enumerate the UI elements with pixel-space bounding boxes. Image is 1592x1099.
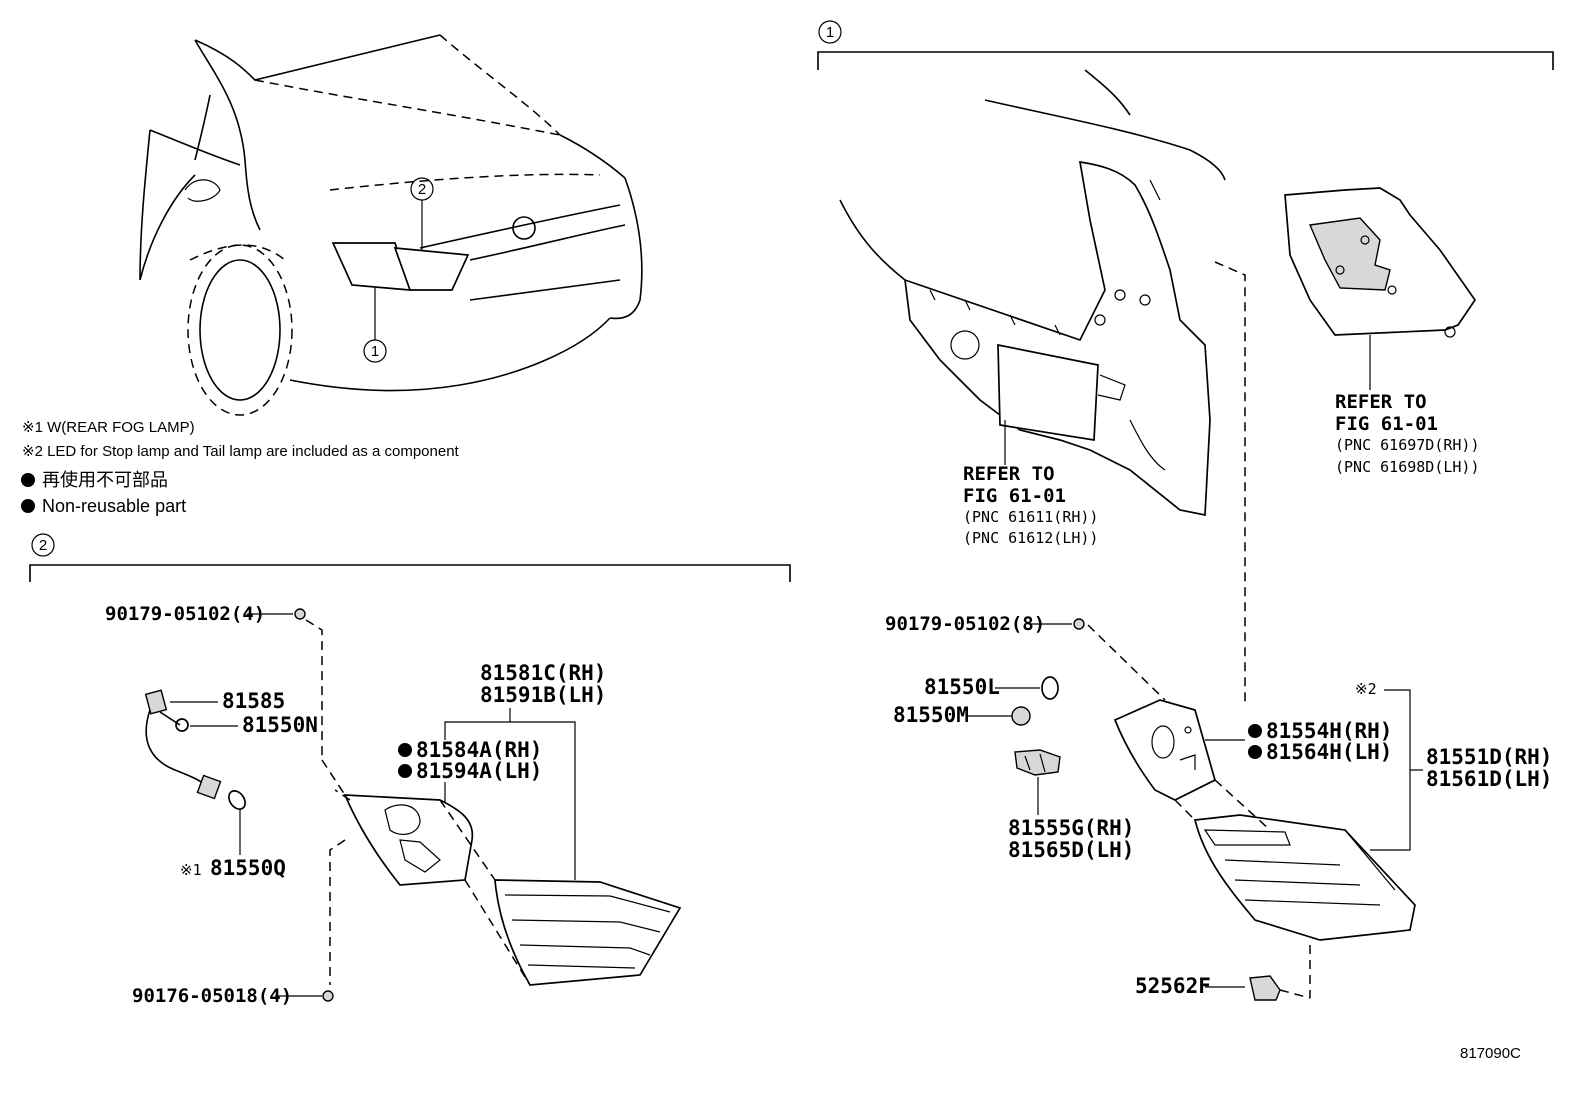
label-81591b-lh: 81591B(LH) [480,683,606,707]
label-81551d-rh: 81551D(RH) [1426,745,1552,769]
label-81581c-rh: 81581C(RH) [480,661,606,685]
bulb-81550l-icon [1041,676,1059,700]
section-2-header: 2 [29,533,791,582]
label-81585: 81585 [222,689,285,713]
refer-1-line-a: REFER TO [963,463,1055,485]
gasket-81554h [1113,699,1217,801]
svg-text:2: 2 [418,181,426,198]
label-90179-05102-8: 90179-05102(8) [885,613,1045,635]
label-81565d-lh: 81565D(LH) [1008,838,1134,862]
wire-harness-81585 [144,689,222,800]
rear-combination-lamp-81551d [1193,814,1416,941]
non-reusable-dot-icon [21,473,35,487]
refer-2-pnc-lh: (PNC 61698D(LH)) [1335,458,1480,476]
non-reusable-dot-icon [398,743,412,757]
refer-2-line-a: REFER TO [1335,391,1427,413]
label-81554h-rh: 81554H(RH) [1266,719,1392,743]
label-81550q: 81550Q [210,856,286,880]
car-rear-overview [139,34,643,416]
legend-non-reusable-jp: 再使用不可部品 [42,470,168,490]
nut-90179-icon [294,608,306,620]
svg-text:1: 1 [826,24,834,41]
refer-1-pnc-lh: (PNC 61612(LH)) [963,529,1098,547]
refer-1-pnc-rh: (PNC 61611(RH)) [963,508,1098,526]
mark-note-1: ※1 [180,861,202,879]
bulb-81550q-icon [228,790,246,810]
label-90176-05018-4: 90176-05018(4) [132,985,292,1007]
non-reusable-dot-icon [1248,745,1262,759]
non-reusable-dot-icon [398,764,412,778]
label-81550l: 81550L [924,675,1000,699]
gasket-81584a [334,789,474,886]
refer-2-line-b: FIG 61-01 [1335,413,1438,435]
label-81564h-lh: 81564H(LH) [1266,740,1392,764]
label-81555g-rh: 81555G(RH) [1008,816,1134,840]
screw-90176-icon [322,990,334,1002]
body-panel [839,69,1226,517]
label-81561d-lh: 81561D(LH) [1426,767,1552,791]
mark-note-2: ※2 [1355,680,1377,698]
label-52562f: 52562F [1135,974,1211,998]
note-rear-fog-lamp: ※1 W(REAR FOG LAMP) [22,419,195,436]
note-led-component: ※2 LED for Stop lamp and Tail lamp are i… [22,443,460,460]
refer-2-pnc-rh: (PNC 61697D(RH)) [1335,436,1480,454]
svg-text:1: 1 [371,343,379,360]
legend-non-reusable-en: Non-reusable part [42,496,186,516]
clip-52562f-icon [1249,975,1281,1001]
svg-text:2: 2 [39,537,47,554]
section-1-header: 1 [817,20,1554,70]
refer-1-line-b: FIG 61-01 [963,485,1066,507]
inner-trim-panel [1284,187,1477,338]
callout-1-car: 1 [363,339,387,363]
inner-lamp-81581c [494,879,682,986]
non-reusable-dot-icon [21,499,35,513]
callout-2-car: 2 [410,177,434,201]
nut-90179-8-icon [1073,618,1085,630]
socket-81550m-icon [1011,706,1031,726]
figure-id: 817090C [1460,1045,1521,1062]
label-90179-05102-4: 90179-05102(4) [105,603,265,625]
label-81594a-lh: 81594A(LH) [416,759,542,783]
label-81584a-rh: 81584A(RH) [416,738,542,762]
label-81550m: 81550M [893,703,969,727]
label-81550n: 81550N [242,713,318,737]
non-reusable-dot-icon [1248,724,1262,738]
clip-81555g [1014,749,1061,776]
